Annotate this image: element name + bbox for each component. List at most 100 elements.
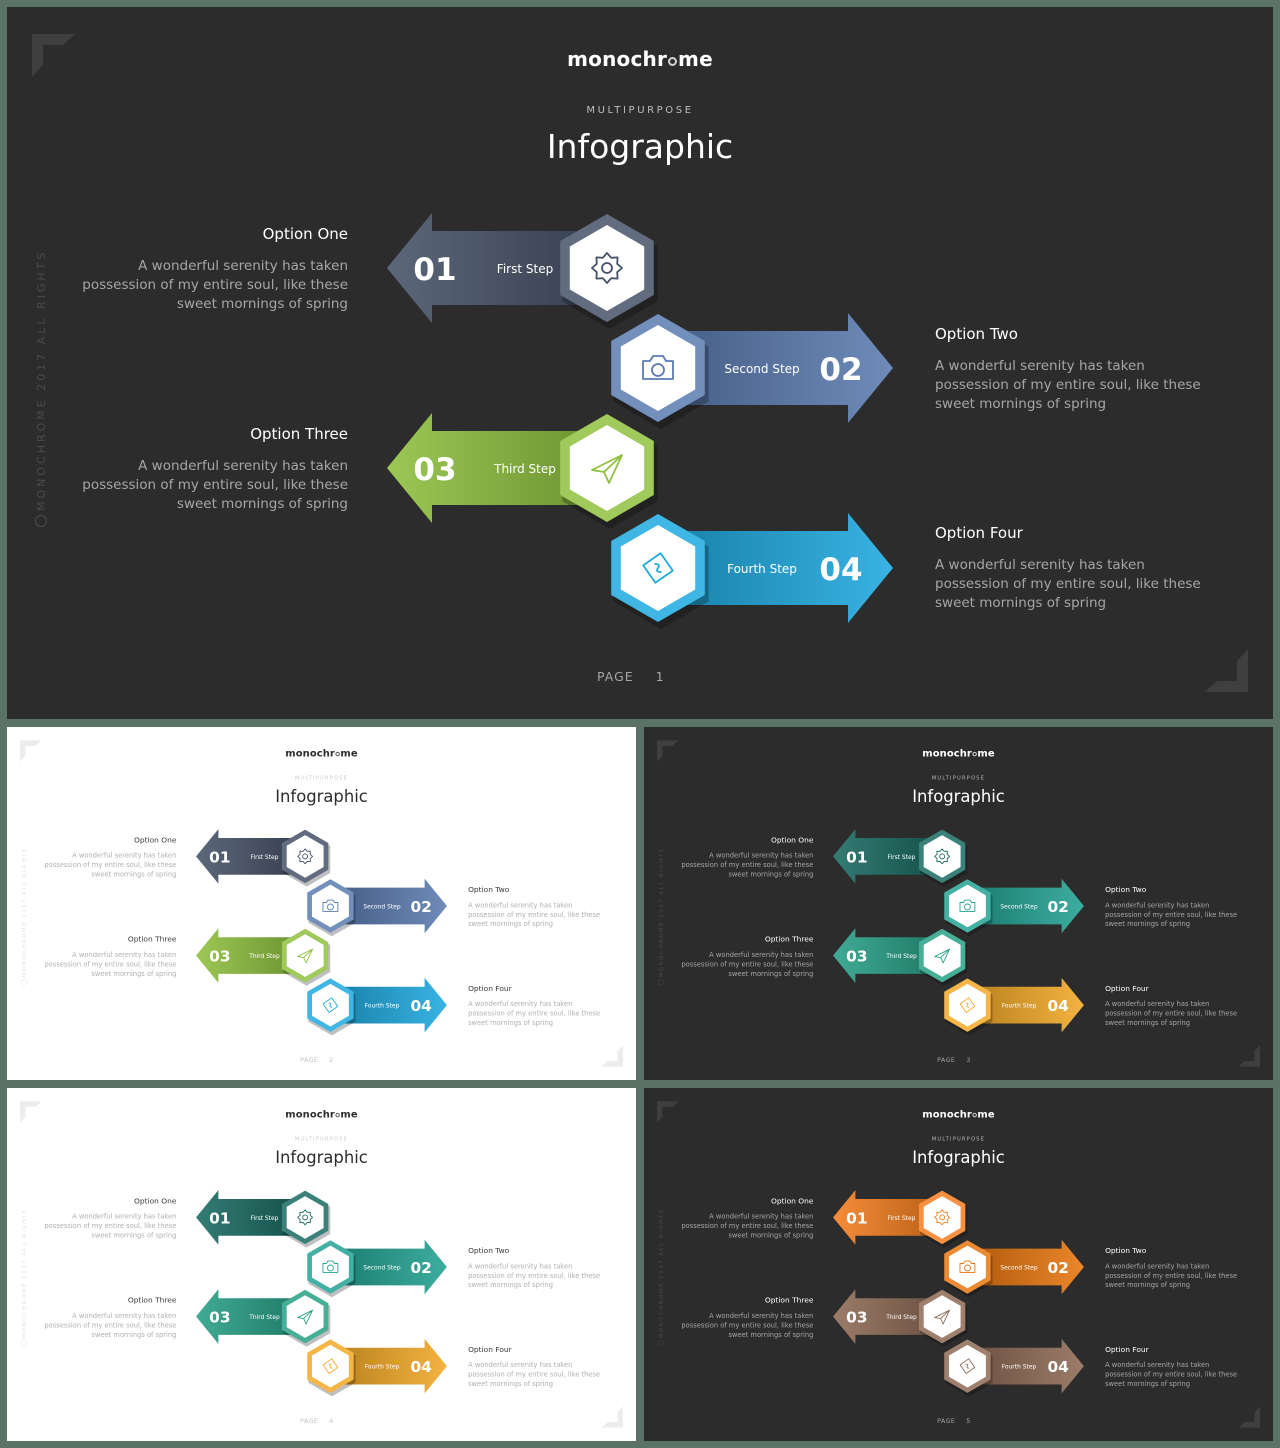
- step-02-label: Second Step: [1000, 1264, 1037, 1271]
- option-description-line: A wonderful serenity has taken: [1105, 1262, 1210, 1271]
- option-description-line: possession of my entire soul, like these: [44, 1222, 177, 1231]
- option-description-line: possession of my entire soul, like these: [44, 861, 177, 870]
- brand-text: monochr: [922, 1107, 972, 1120]
- step-03-number: 03: [209, 948, 230, 966]
- copyright-vertical: MONOCHROME 2017 ALL RIGHTS: [657, 847, 665, 986]
- option-title: Option Two: [468, 884, 510, 894]
- step-04-arrow: [967, 1338, 1084, 1394]
- option-title: Option One: [134, 1196, 177, 1206]
- option-description-line: sweet mornings of spring: [468, 1019, 554, 1028]
- page-value: 1: [655, 669, 665, 684]
- option-description-line: sweet mornings of spring: [728, 1231, 814, 1240]
- option-description-line: A wonderful serenity has taken: [72, 1212, 177, 1221]
- hexagon-inner: [923, 1196, 961, 1239]
- brand-o-icon: [668, 57, 678, 66]
- option-title: Option One: [771, 1196, 814, 1206]
- step-04-number: 04: [819, 552, 862, 588]
- option-description-line: A wonderful serenity has taken: [468, 1262, 573, 1271]
- page-label: PAGE: [937, 1055, 956, 1064]
- brand-o-icon: [972, 751, 977, 757]
- gear-icon: [297, 1209, 314, 1226]
- step-04-arrow: [330, 1338, 447, 1394]
- paper-plane-icon: [934, 948, 951, 964]
- brand-logo: monochr me: [644, 1108, 1273, 1120]
- hexagon-inner: [948, 884, 986, 928]
- option-description-line: sweet mornings of spring: [176, 296, 348, 312]
- step-01-number: 01: [209, 1209, 230, 1227]
- option-description-line: A wonderful serenity has taken: [709, 1212, 814, 1221]
- brand-text: monochr: [285, 746, 335, 759]
- corner-mark-top-left: [20, 740, 42, 762]
- step-01-label: First Step: [251, 1215, 279, 1222]
- page-label: PAGE: [597, 669, 634, 684]
- camera-icon: [959, 899, 976, 912]
- step-03-arrow: [833, 928, 943, 983]
- option-description-line: A wonderful serenity has taken: [138, 258, 348, 274]
- ticket-icon: [322, 1358, 339, 1374]
- step-03-number: 03: [209, 1309, 230, 1327]
- slide-subtitle: MULTIPURPOSE: [294, 775, 349, 782]
- corner-mark-top-left: [20, 1101, 42, 1123]
- option-title: Option Three: [127, 934, 177, 944]
- corner-mark-bottom-right: [601, 1406, 623, 1428]
- page-label: PAGE: [300, 1416, 319, 1425]
- step-03-label: Third Step: [885, 953, 917, 960]
- option-description-line: A wonderful serenity has taken: [72, 851, 177, 860]
- step-01-label: First Step: [251, 854, 279, 861]
- step-03-number: 03: [846, 1309, 867, 1327]
- option-description-line: sweet mornings of spring: [176, 496, 348, 512]
- option-description-line: sweet mornings of spring: [468, 1380, 554, 1389]
- step-01: 01 First Step: [196, 1190, 331, 1248]
- step-01-arrow: [387, 213, 607, 323]
- step-01-number: 01: [846, 1209, 867, 1227]
- brand-text: me: [977, 1107, 995, 1120]
- option-description-line: A wonderful serenity has taken: [1105, 1361, 1210, 1370]
- copyright-text: MONOCHROME 2017 ALL RIGHTS: [35, 249, 48, 511]
- option-description-line: possession of my entire soul, like these: [82, 477, 348, 493]
- step-03-arrow: [833, 1289, 943, 1344]
- option-description-line: A wonderful serenity has taken: [1105, 1000, 1210, 1009]
- gear-icon: [934, 848, 951, 865]
- option-description-line: possession of my entire soul, like these: [1105, 1009, 1238, 1018]
- step-02-number: 02: [410, 1259, 431, 1277]
- option-title: Option One: [771, 835, 814, 845]
- option-description-line: sweet mornings of spring: [935, 396, 1107, 412]
- step-02-arrow: [330, 878, 447, 934]
- page-value: 4: [329, 1416, 334, 1425]
- step-04-label: Fourth Step: [1002, 1003, 1037, 1010]
- step-01-number: 01: [846, 848, 867, 866]
- step-01-label: First Step: [888, 854, 916, 861]
- hexagon-inner: [286, 835, 324, 878]
- step-02-label: Second Step: [724, 362, 799, 376]
- copyright-text: MONOCHROME 2017 ALL RIGHTS: [657, 847, 665, 978]
- page-value: 2: [329, 1055, 334, 1064]
- option-description-line: sweet mornings of spring: [728, 1330, 814, 1339]
- option-description-line: possession of my entire soul, like these: [82, 277, 348, 293]
- step-03-label: Third Step: [493, 462, 556, 476]
